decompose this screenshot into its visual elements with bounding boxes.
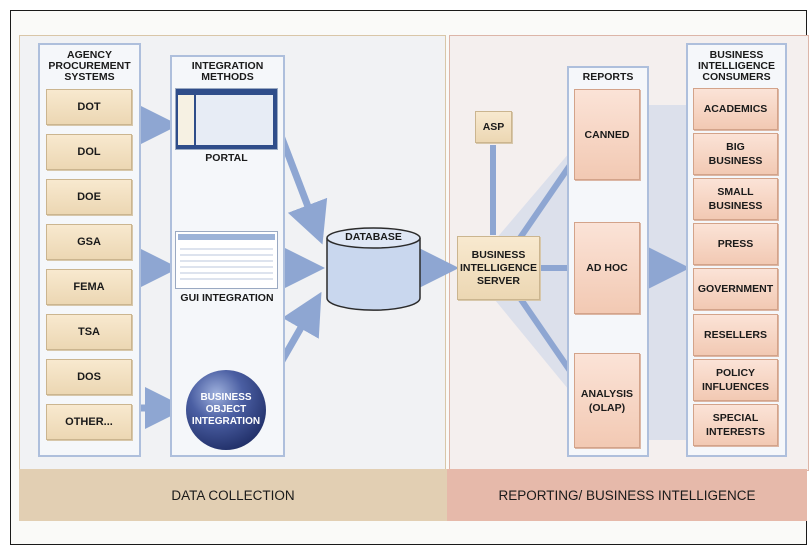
consumer-item: SMALL BUSINESS	[693, 178, 778, 220]
link-server-analysis	[517, 296, 578, 380]
portal-screen-sidebar	[178, 95, 194, 145]
gui-screenshot	[175, 231, 278, 289]
report-ad-hoc: AD HOC	[574, 222, 640, 314]
agency-item: DOL	[46, 134, 132, 170]
report-analysis-olap: ANALYSIS (OLAP)	[574, 353, 640, 448]
portal-screen-content	[196, 95, 273, 145]
agency-item: FEMA	[46, 269, 132, 305]
link-server-canned	[517, 156, 578, 240]
consumer-item: POLICY INFLUENCES	[693, 359, 778, 401]
gui-integration-label: GUI INTEGRATION	[180, 292, 274, 304]
consumer-item: GOVERNMENT	[693, 268, 778, 310]
consumer-item: SPECIAL INTERESTS	[693, 404, 778, 446]
consumers-column-title: BUSINESS INTELLIGENCE CONSUMERS	[697, 49, 775, 83]
agency-column-title: AGENCY PROCUREMENT SYSTEMS	[48, 49, 131, 83]
database-shape	[326, 227, 421, 311]
data-collection-label: DATA COLLECTION	[171, 488, 295, 503]
business-object-label: BUSINESS OBJECT INTEGRATION	[191, 392, 261, 427]
integration-column-title: INTEGRATION METHODS	[191, 60, 264, 83]
reporting-band: REPORTING/ BUSINESS INTELLIGENCE	[447, 469, 807, 521]
consumer-item: PRESS	[693, 223, 778, 265]
database-cylinder: DATABASE	[325, 226, 422, 312]
agency-item: DOS	[46, 359, 132, 395]
data-collection-band: DATA COLLECTION	[19, 469, 447, 521]
consumer-item: RESELLERS	[693, 314, 778, 356]
agency-item: DOE	[46, 179, 132, 215]
agency-item: GSA	[46, 224, 132, 260]
gui-screen-header	[178, 234, 275, 240]
consumer-item: ACADEMICS	[693, 88, 778, 130]
reports-column-title: REPORTS	[582, 71, 634, 83]
gui-screen-body	[180, 244, 273, 284]
agency-item: TSA	[46, 314, 132, 350]
agency-item: OTHER...	[46, 404, 132, 440]
arrow-portal-db	[274, 126, 328, 245]
report-canned: CANNED	[574, 89, 640, 180]
reporting-label: REPORTING/ BUSINESS INTELLIGENCE	[498, 488, 756, 503]
portal-screenshot	[175, 88, 278, 150]
database-label: DATABASE	[345, 231, 402, 243]
asp-box: ASP	[475, 111, 512, 143]
bi-server-box: BUSINESS INTELLIGENCE SERVER	[457, 236, 540, 300]
consumer-item: BIG BUSINESS	[693, 133, 778, 175]
agency-item: DOT	[46, 89, 132, 125]
portal-label: PORTAL	[205, 152, 248, 164]
business-object-sphere: BUSINESS OBJECT INTEGRATION	[186, 370, 266, 450]
